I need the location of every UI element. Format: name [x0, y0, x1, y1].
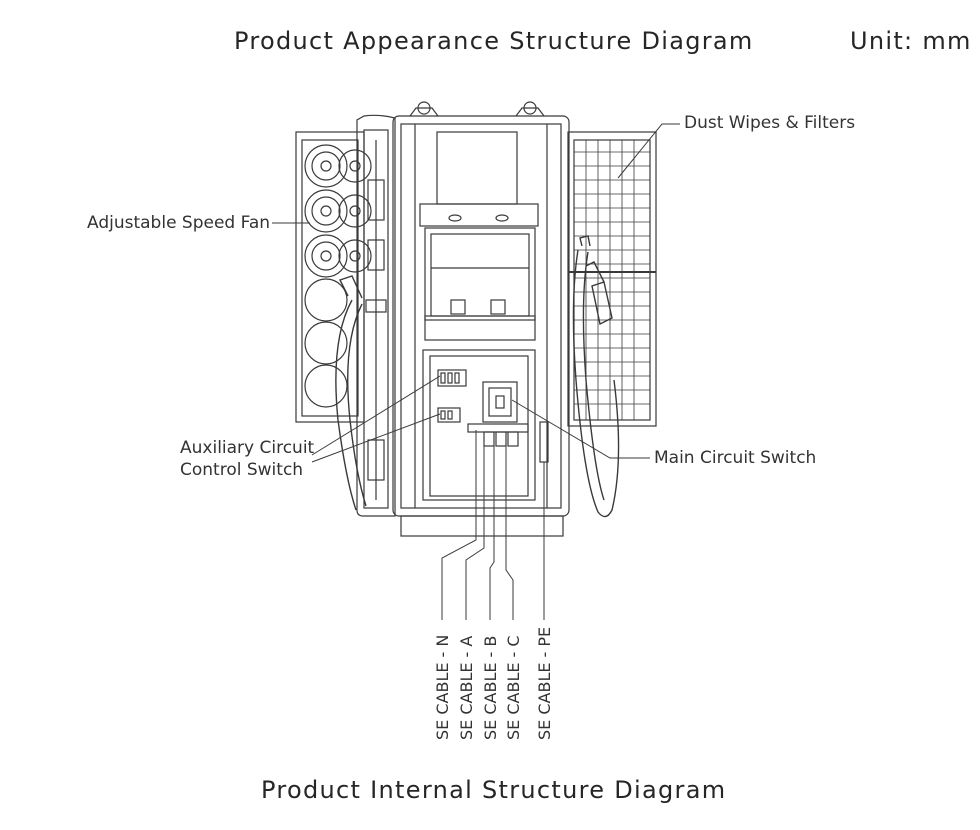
left-door-panel	[295, 131, 372, 423]
auxiliary-switch-block	[437, 369, 467, 423]
speed-fan-icon	[304, 144, 348, 188]
speed-fan-icon	[304, 234, 348, 278]
dust-wipes-filters-callout: Dust Wipes & Filters	[684, 113, 856, 133]
main-circuit-switch-block	[482, 381, 518, 423]
main-circuit-switch-callout: Main Circuit Switch	[654, 448, 817, 468]
cable-label-a: SE CABLE - A	[457, 636, 476, 740]
callout-leaders	[272, 123, 680, 463]
appearance-diagram-title: Product Appearance Structure Diagram	[234, 27, 754, 55]
right-charging-cable	[572, 235, 620, 518]
cable-label-b: SE CABLE - B	[481, 636, 500, 740]
auxiliary-circuit-callout: Auxiliary Circuit Control Switch	[180, 437, 314, 481]
supply-cable-conductors	[441, 430, 545, 620]
speed-fan-icon	[304, 189, 348, 233]
right-filter-door	[567, 131, 657, 427]
cable-label-pe: SE CABLE - PE	[535, 627, 554, 740]
speed-fan-icon	[338, 149, 372, 183]
left-charging-cable	[335, 275, 367, 511]
cable-label-c: SE CABLE - C	[504, 635, 523, 740]
main-cabinet	[392, 101, 570, 537]
fan-array	[304, 144, 372, 408]
adjustable-speed-fan-callout: Adjustable Speed Fan	[87, 213, 271, 233]
internal-diagram-title: Product Internal Structure Diagram	[261, 776, 727, 804]
left-frame-column	[356, 114, 396, 517]
speed-fan-icon	[338, 194, 372, 228]
cable-label-n: SE CABLE - N	[433, 635, 452, 740]
auxiliary-circuit-line2: Control Switch	[180, 460, 304, 480]
unit-label: Unit: mm	[850, 27, 972, 55]
auxiliary-circuit-line1: Auxiliary Circuit	[180, 438, 315, 458]
speed-fan-icon	[338, 239, 372, 273]
